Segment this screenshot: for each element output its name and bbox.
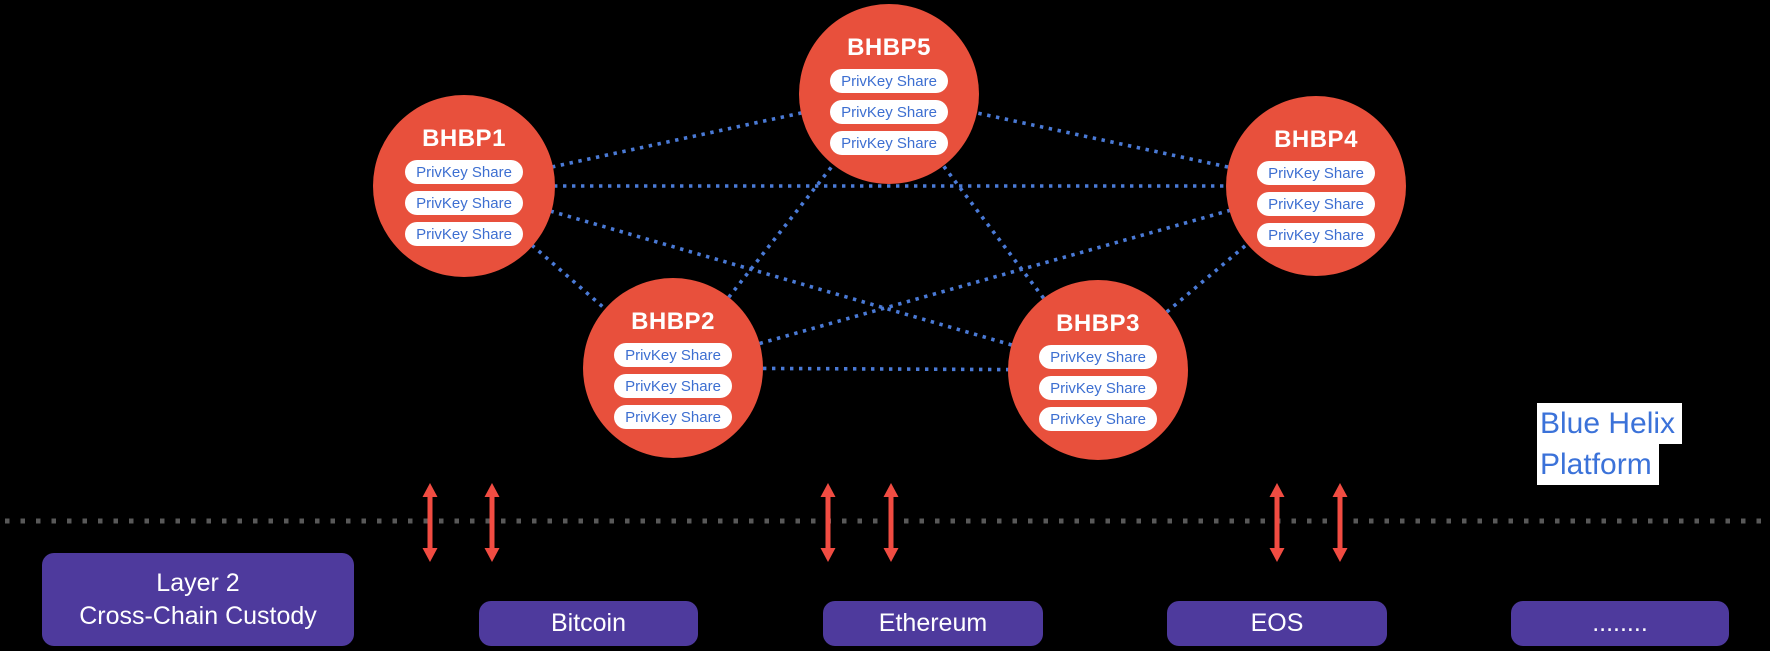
node-title-bhbp3: BHBP3 [1056,310,1140,337]
privkey-share-pill: PrivKey Share [405,222,523,247]
double-arrow-ethereum-2 [883,483,899,562]
exchange-arrows [422,483,1348,562]
double-arrow-bitcoin-1 [422,483,438,562]
privkey-share-pill: PrivKey Share [830,69,948,94]
privkey-share-pill: PrivKey Share [830,131,948,156]
box-eos: EOS [1167,601,1387,646]
edge-bhbp1-bhbp3 [463,184,1099,372]
privkey-share-pill: PrivKey Share [1257,223,1375,248]
node-title-bhbp4: BHBP4 [1274,126,1358,153]
node-title-bhbp1: BHBP1 [422,125,506,152]
privkey-share-pill: PrivKey Share [614,405,732,430]
double-arrow-ethereum-1 [820,483,836,562]
box-more-chains: ........ [1511,601,1729,646]
double-arrow-eos-2 [1332,483,1348,562]
box-bitcoin: Bitcoin [479,601,698,646]
platform-label-line1: Blue Helix [1537,403,1683,444]
box-label-ethereum: Ethereum [878,609,988,638]
box-layer2-custody: Layer 2 Cross-Chain Custody [42,553,354,646]
edge-bhbp2-bhbp4 [672,184,1317,370]
privkey-share-pill: PrivKey Share [405,160,523,185]
privkey-share-pill: PrivKey Share [1257,161,1375,186]
double-arrow-bitcoin-2 [484,483,500,562]
box-label-layer2-custody: Layer 2 Cross-Chain Custody [79,569,317,630]
privkey-share-pill: PrivKey Share [405,191,523,216]
box-ethereum: Ethereum [823,601,1043,646]
privkey-share-pill: PrivKey Share [1039,345,1157,370]
box-label-more-chains: ........ [1592,609,1648,638]
privkey-share-pill: PrivKey Share [1257,192,1375,217]
privkey-share-pill: PrivKey Share [830,100,948,125]
node-title-bhbp2: BHBP2 [631,308,715,335]
platform-label: Blue Helix Platform [1537,403,1683,485]
privkey-share-pill: PrivKey Share [614,374,732,399]
double-arrow-eos-1 [1269,483,1285,562]
box-label-eos: EOS [1250,609,1304,638]
privkey-share-pill: PrivKey Share [1039,376,1157,401]
privkey-share-pill: PrivKey Share [1039,407,1157,432]
privkey-share-pill: PrivKey Share [614,343,732,368]
platform-label-line2: Platform [1537,444,1659,485]
node-title-bhbp5: BHBP5 [847,34,931,61]
box-label-bitcoin: Bitcoin [550,609,627,638]
